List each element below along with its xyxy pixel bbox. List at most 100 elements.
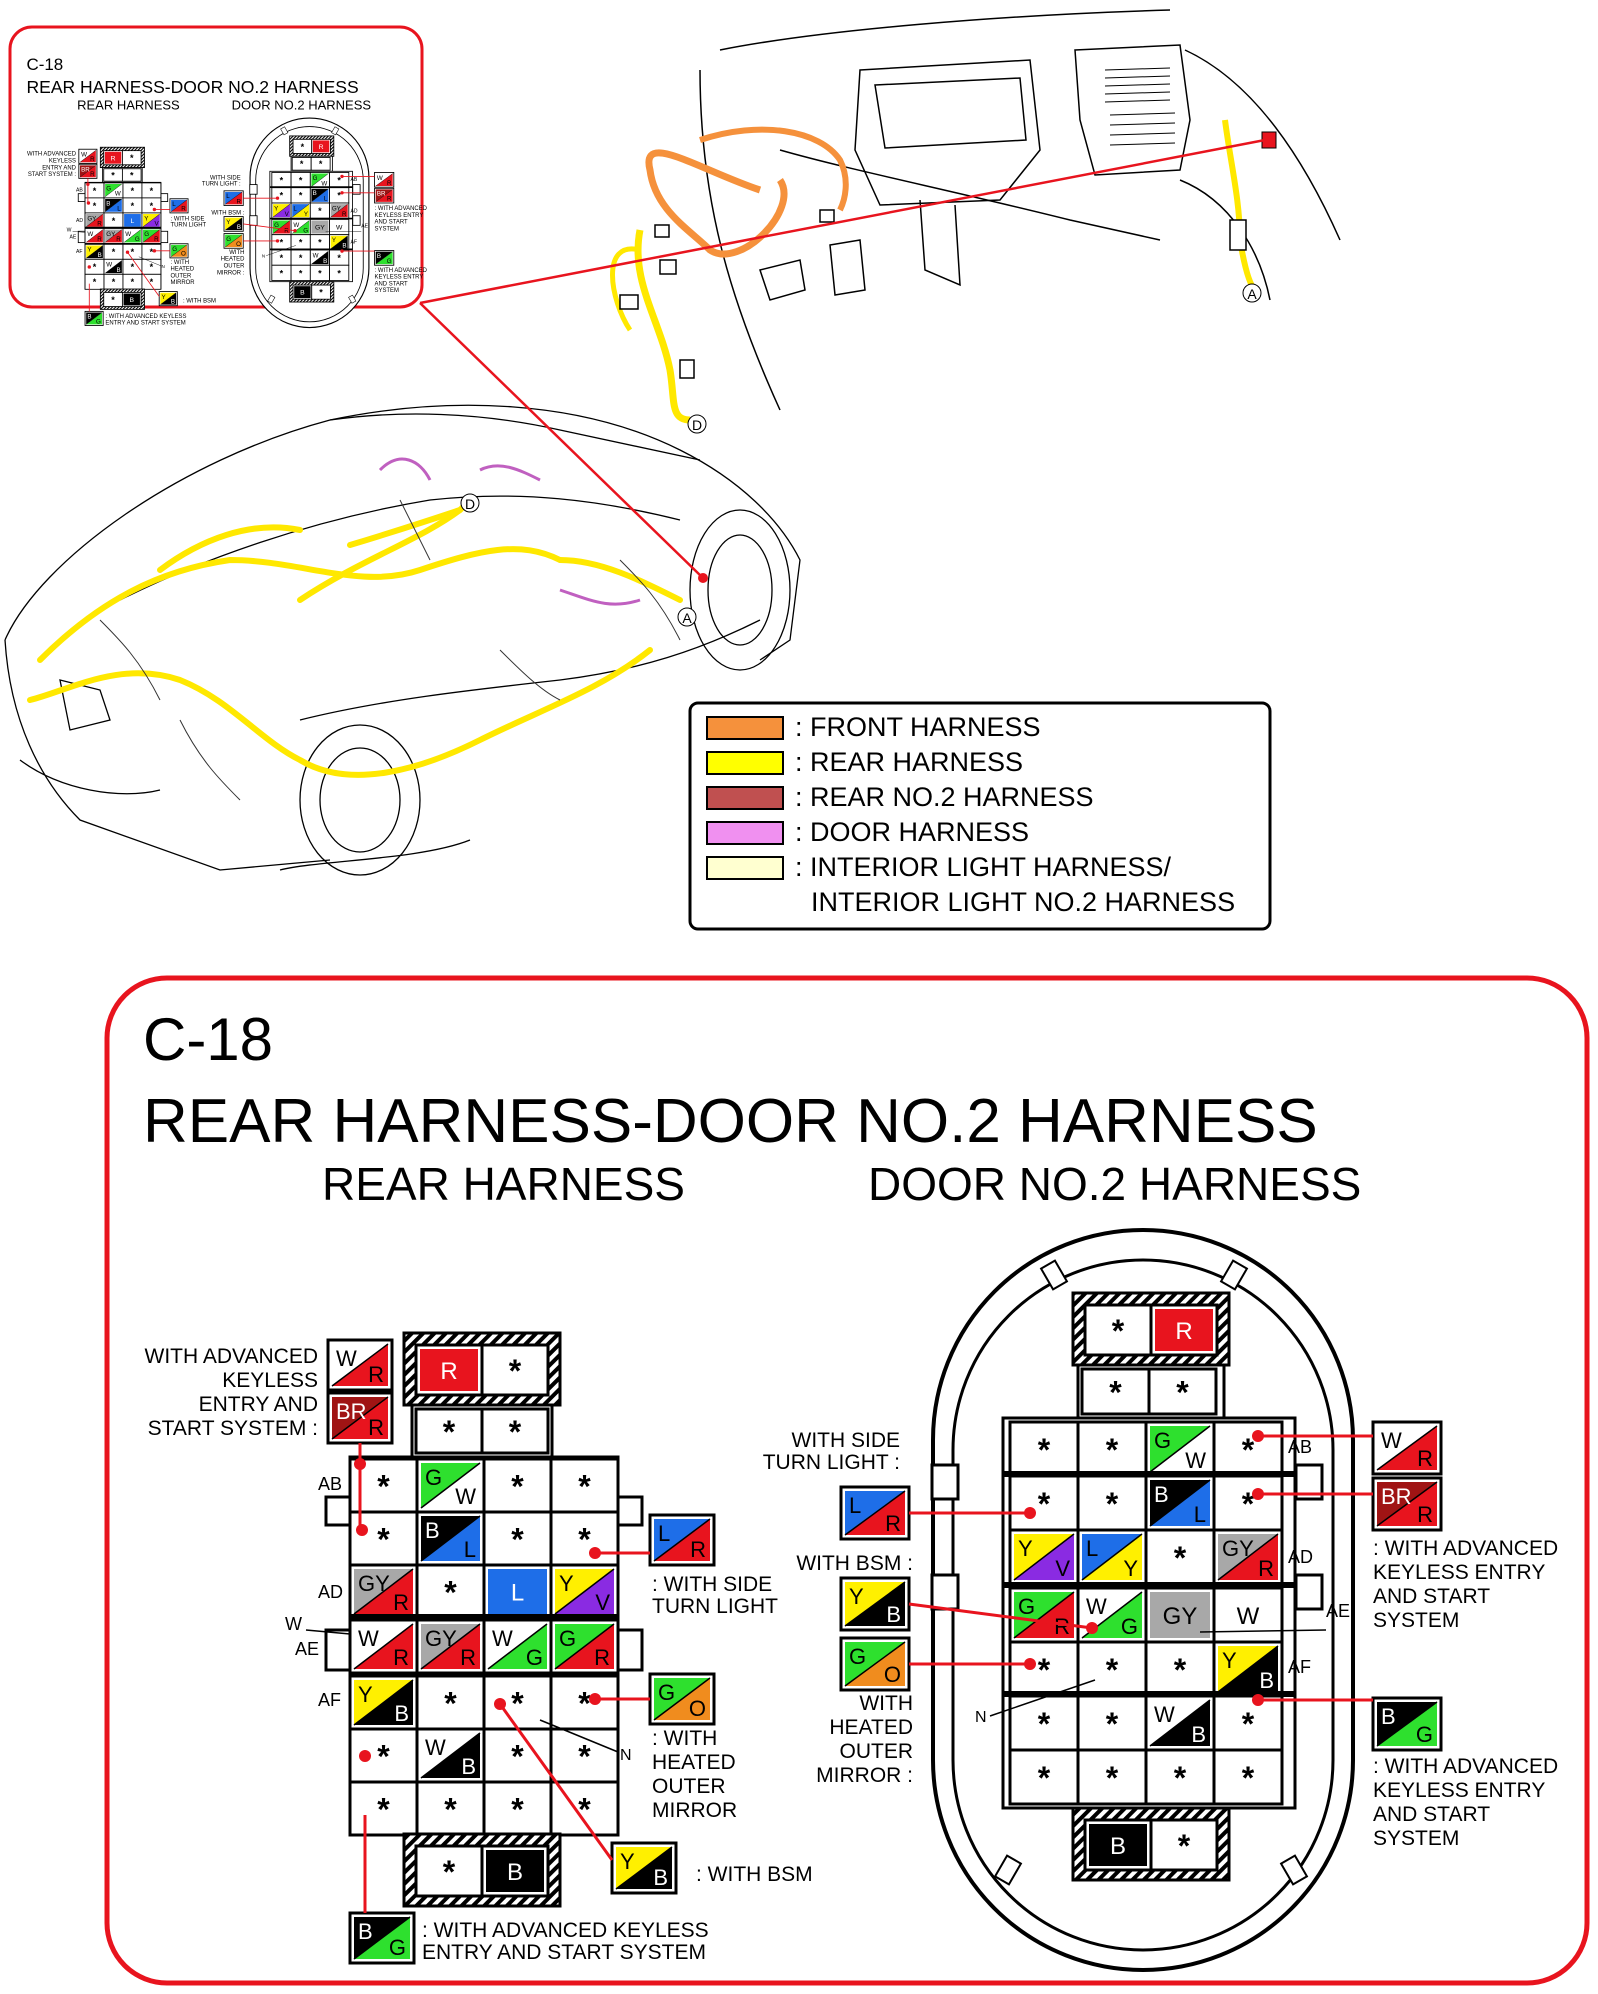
inset-rear-tab-l2: [77, 230, 86, 244]
rear-callout-wr-label-1: W: [336, 1346, 357, 1371]
door-cell-5-2-label-1: W: [1154, 1702, 1175, 1727]
rear-cell-4-2-star: *: [511, 1686, 524, 1722]
rear-w: W: [285, 1614, 302, 1634]
door-callout-lr-diag: [844, 1490, 906, 1536]
door-note-mirror-2: OUTER: [840, 1740, 914, 1763]
inset-rear-dot-2: [152, 207, 157, 212]
inset-door-dot-5: [340, 249, 344, 253]
rear-cell-5-1-label-1: W: [425, 1735, 446, 1760]
door-note-adv2-0: : WITH ADVANCED: [1373, 1755, 1558, 1778]
inset-door-neck-1-star: *: [300, 159, 304, 169]
inset-door-note-adv1-0: : WITH ADVANCED: [375, 206, 427, 212]
door-cell-2-1-diag: [1081, 1533, 1143, 1581]
door-cell-1-3-star: *: [1242, 1486, 1255, 1522]
rear-cell-4-3-star: *: [578, 1686, 591, 1722]
inset-door-cell-2-1-label-1: L: [293, 205, 297, 212]
door-dot-3: [1252, 1430, 1264, 1442]
inset-door-cell-2-1-label-2: Y: [304, 211, 309, 218]
inset-door-cell-1-0-star: *: [280, 191, 284, 201]
rear-cell-0-1-label-1: G: [425, 1465, 442, 1490]
inset-rear-note-mirror-2: OUTER: [171, 273, 192, 279]
inset-door-cell-0-2-label-1: G: [313, 175, 318, 182]
left-header: REAR HARNESS: [322, 1158, 685, 1210]
inset-rear-callout-brr-label-2: R: [90, 171, 95, 178]
door-cell-6-2-star: *: [1174, 1760, 1187, 1796]
door-callout-wr-label-1: W: [1381, 1428, 1402, 1453]
legend-label-1: : REAR HARNESS: [795, 747, 1023, 777]
rear-bcap-b-fill: [486, 1850, 544, 1892]
rear-dot-5: [356, 1524, 368, 1536]
inset-rear-dot-5: [86, 201, 91, 205]
inset-door-note-mirror-3: MIRROR :: [217, 270, 245, 276]
door-cell-2-2-star: *: [1174, 1540, 1187, 1576]
door-note-adv1-0: : WITH ADVANCED: [1373, 1537, 1558, 1560]
inset-door-note-adv1-2: AND START: [375, 220, 408, 226]
inset-rear-cell-3-2-label-2: G: [135, 236, 140, 243]
rear-callout-wr-diag: [331, 1343, 389, 1387]
rear-cell-6-0-star: *: [377, 1792, 390, 1828]
inset-door-cell-6-2-star: *: [318, 268, 322, 278]
door-neck-1-box: [1080, 1367, 1151, 1416]
door-cap-r-fill: [1155, 1309, 1213, 1351]
inset-rear-callout-go-diag: [170, 244, 188, 257]
rear-cell-0-2-star: *: [511, 1469, 524, 1505]
inset-rear-callout-wr-label-2: R: [90, 156, 95, 163]
inset-rear-callout-brr-label-1: BR: [81, 167, 90, 174]
door-note-side-1: TURN LIGHT :: [763, 1451, 900, 1474]
inset-rear-tab-r2: [160, 230, 169, 244]
inset-rear-note-side-1: TURN LIGHT: [171, 222, 207, 228]
rear-n: N: [620, 1747, 632, 1764]
door-cell-4-0-star: *: [1038, 1652, 1051, 1688]
inset-rear-cell-4-0-diag: [86, 245, 104, 259]
door-callout-brr-diag: [1376, 1481, 1438, 1527]
inset-rear-dot-3: [152, 249, 157, 253]
inset-door-cell-5-2-diag: [311, 250, 329, 265]
inset-door-note-bsm: WITH BSM :: [211, 210, 244, 216]
door-cell-2-0-label-1: Y: [1018, 1536, 1033, 1561]
inset-rear-callout-bg-diag: [86, 312, 103, 325]
inset-door-cell-4-2-star: *: [318, 238, 322, 248]
inset-rear-callout-wr-diag: [79, 150, 96, 163]
rear-cell-4-0-label-2: B: [394, 1701, 409, 1726]
rear-n-line: [539, 1719, 619, 1753]
inset-door-callout-yb-label-1: Y: [226, 219, 231, 226]
inset-rear-cell-4-0-label-1: Y: [87, 247, 92, 254]
inset-rear-cell-2-0-label-1: GY: [87, 215, 97, 222]
inset-door-note-adv1-3: SYSTEM: [375, 226, 399, 232]
inset-rear-ab: AB: [76, 188, 83, 194]
inset-rear-cell-5-1-label-1: W: [106, 262, 112, 269]
door-callout-brr-label-2: R: [1417, 1502, 1433, 1527]
inset-door-cell-2-3-label-2: R: [342, 211, 347, 218]
door-cell-3-1-label-1: W: [1086, 1594, 1107, 1619]
rear-dot-4: [494, 1698, 506, 1710]
inset-rear-note-mirror-0: : WITH: [171, 260, 189, 266]
inset-rear-cell-6-3-box: [141, 273, 162, 290]
rear-bcap-b-label: B: [507, 1859, 523, 1886]
right-header: DOOR NO.2 HARNESS: [868, 1158, 1361, 1210]
rear-cell-2-3-diag: [554, 1568, 615, 1615]
inset-door-n-line: [266, 245, 296, 256]
inset-door-cell-3-0-diag: [272, 220, 291, 234]
inset-door-cell-6-3-box: [329, 264, 350, 281]
rear-cell-2-2-label: L: [511, 1580, 524, 1607]
door-note-mirror-1: HEATED: [829, 1716, 913, 1739]
door-tab-1: [930, 1573, 960, 1611]
door-cell-6-0-star: *: [1038, 1760, 1051, 1796]
rear-cell-2-3-label-2: V: [595, 1590, 610, 1615]
inset-door-callout-brr-label-1: BR: [377, 191, 386, 198]
rear-cell-0-3-box: [549, 1457, 620, 1514]
inset-rear-cap-r-label: R: [111, 155, 116, 162]
door-cell-2-0-diag: [1013, 1533, 1075, 1581]
inset-rear-cell-4-3-star: *: [150, 247, 154, 257]
rear-tab-r1: [616, 1495, 644, 1527]
rear-callout-brr-label-2: R: [368, 1415, 384, 1440]
door-cell-5-0-star: *: [1038, 1706, 1051, 1742]
inset-door-note-adv2-2: AND START: [375, 281, 408, 287]
rear-note-mirror-0: : WITH: [652, 1727, 717, 1750]
door-callout-bg-diag: [1376, 1701, 1438, 1747]
inset-door-cell-3-2-fill: [311, 220, 329, 234]
